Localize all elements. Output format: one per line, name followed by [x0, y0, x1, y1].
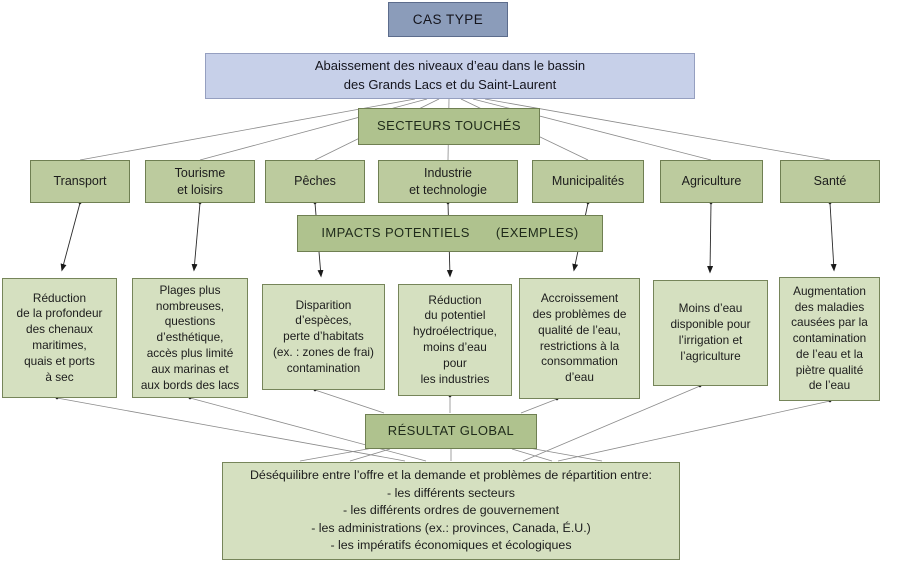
result-header-label: RÉSULTAT GLOBAL [387, 423, 515, 439]
impact-text-sante: Augmentation des maladies causées par la… [791, 283, 868, 393]
conclusion-box: Déséquilibre entre l’offre et la demande… [222, 462, 680, 560]
sector-box-sante: Santé [780, 160, 880, 203]
result-header-box: RÉSULTAT GLOBAL [365, 414, 537, 449]
impact-box-peches: Disparition d’espèces, perte d’habitats … [262, 284, 385, 390]
sector-label-sante: Santé [813, 174, 847, 189]
impact-box-tourisme: Plages plus nombreuses, questions d’esth… [132, 278, 248, 398]
impact-box-industrie: Réduction du potentiel hydroélectrique, … [398, 284, 512, 396]
sector-label-agriculture: Agriculture [681, 174, 742, 189]
case-type-box: CAS TYPE [388, 2, 508, 37]
impact-box-transport: Réduction de la profondeur des chenaux m… [2, 278, 117, 398]
impact-box-sante: Augmentation des maladies causées par la… [779, 277, 880, 401]
sector-box-transport: Transport [30, 160, 130, 203]
sector-label-industrie: Industrie et technologie [409, 166, 487, 197]
impact-box-agriculture: Moins d’eau disponible pour l’irrigation… [653, 280, 768, 386]
conclusion-text: Déséquilibre entre l’offre et la demande… [249, 467, 652, 553]
impact-text-tourisme: Plages plus nombreuses, questions d’esth… [140, 282, 240, 392]
impact-text-transport: Réduction de la profondeur des chenaux m… [16, 290, 103, 384]
sectors-header-label: SECTEURS TOUCHÉS [377, 118, 521, 134]
sector-label-tourisme: Tourisme et loisirs [174, 166, 226, 197]
lines-impacts-to-result [56, 385, 831, 462]
impacts-header-label: IMPACTS POTENTIELS [321, 225, 470, 241]
sector-label-peches: Pêches [294, 174, 336, 189]
sector-box-agriculture: Agriculture [660, 160, 763, 203]
impacts-header-suffix: (EXEMPLES) [495, 225, 579, 241]
impact-text-agriculture: Moins d’eau disponible pour l’irrigation… [670, 301, 751, 363]
sector-box-industrie: Industrie et technologie [378, 160, 518, 203]
impact-text-municipalites: Accroissement des problèmes de qualité d… [532, 291, 627, 385]
sector-box-municipalites: Municipalités [532, 160, 644, 203]
impact-text-industrie: Réduction du potentiel hydroélectrique, … [413, 292, 497, 386]
impact-box-municipalites: Accroissement des problèmes de qualité d… [519, 278, 640, 399]
impacts-header-box: IMPACTS POTENTIELS (EXEMPLES) [297, 215, 603, 252]
problem-label: Abaissement des niveaux d’eau dans le ba… [314, 58, 586, 92]
sector-box-tourisme: Tourisme et loisirs [145, 160, 255, 203]
sector-label-transport: Transport [53, 174, 107, 189]
problem-box: Abaissement des niveaux d’eau dans le ba… [205, 53, 695, 99]
impact-text-peches: Disparition d’espèces, perte d’habitats … [273, 297, 374, 375]
sector-box-peches: Pêches [265, 160, 365, 203]
sectors-header-box: SECTEURS TOUCHÉS [358, 108, 540, 145]
case-type-label: CAS TYPE [412, 11, 484, 27]
fan-result-to-conclusion [299, 447, 603, 462]
sector-label-municipalites: Municipalités [551, 174, 625, 189]
